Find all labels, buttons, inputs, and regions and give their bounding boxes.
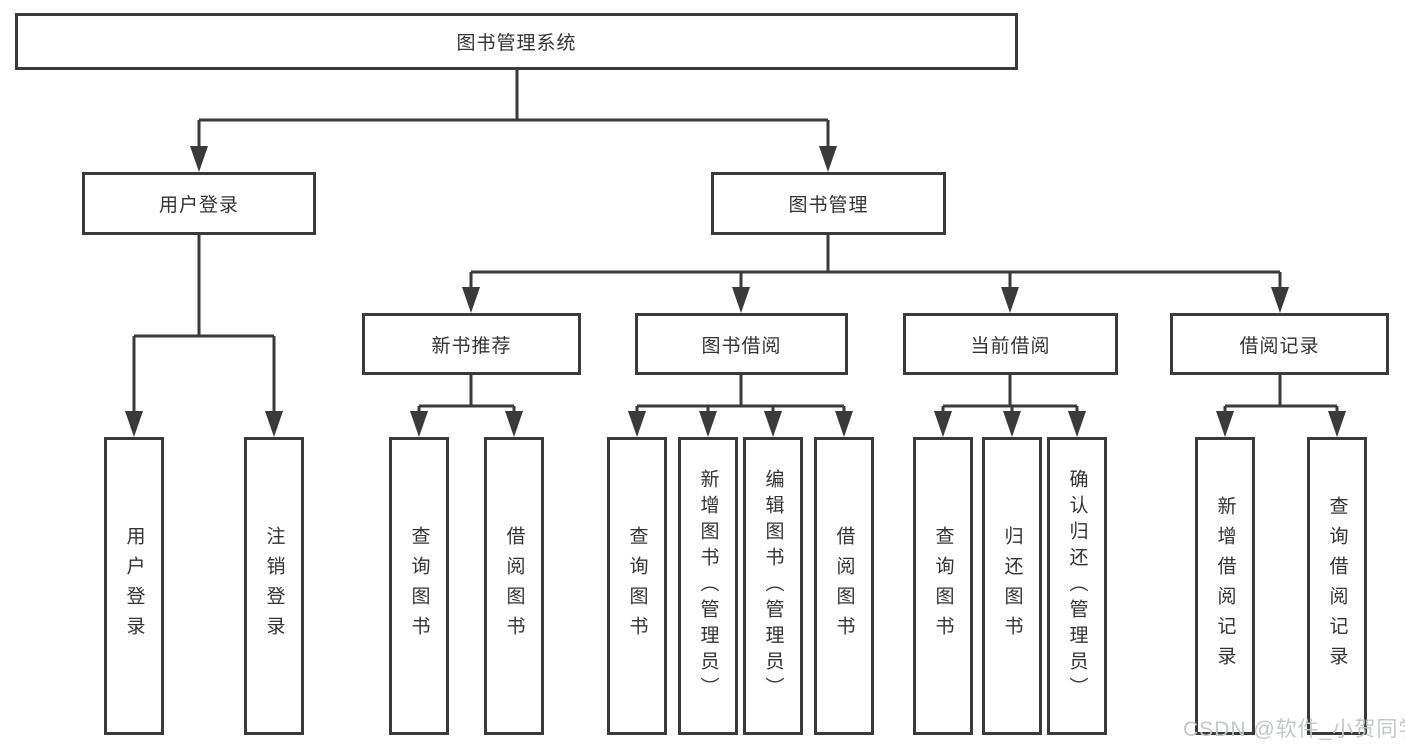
node-label: 用户登录 [123,526,145,646]
arrowhead-icon [934,411,952,437]
leaf-add-book-admin: 新增图书（管理员） [678,437,738,735]
node-label: 借阅图书 [833,526,855,646]
node-user-login: 用户登录 [82,172,316,235]
leaf-confirm-return-admin: 确认归还（管理员） [1047,437,1107,735]
arrowhead-icon [505,411,523,437]
node-label: 图书管理系统 [456,33,577,54]
csdn-watermark: CSDN @软件_小贺同学 [1183,718,1405,741]
node-label: 借阅记录 [1239,335,1320,357]
arrowhead-icon [1003,411,1021,437]
arrowhead-icon [1271,287,1289,313]
node-label: 图书管理 [788,195,869,216]
node-label: 图书借阅 [701,335,782,357]
node-label: 新增借阅记录 [1214,496,1236,676]
node-label: 用户登录 [158,195,239,216]
node-book-management: 图书管理 [711,172,946,235]
leaf-logout-login: 注销登录 [244,437,304,735]
node-new-book-recommend: 新书推荐 [362,313,581,375]
node-label: 注销登录 [263,526,285,646]
node-label: 查询借阅记录 [1326,496,1348,676]
leaf-query-books-recommend: 查询图书 [389,437,449,735]
arrowhead-icon [1068,411,1086,437]
arrowhead-icon [125,411,143,437]
leaf-query-books-borrowing: 查询图书 [607,437,667,735]
node-book-borrowing: 图书借阅 [635,313,848,375]
arrowhead-icon [764,411,782,437]
leaf-borrow-books-borrowing: 借阅图书 [814,437,874,735]
arrowhead-icon [835,411,853,437]
arrowhead-icon [462,287,480,313]
node-label: 查询图书 [408,526,430,646]
arrowhead-icon [1216,411,1234,437]
node-label: 新书推荐 [431,335,512,357]
leaf-edit-book-admin: 编辑图书（管理员） [743,437,803,735]
node-borrow-records: 借阅记录 [1170,313,1389,375]
leaf-query-borrow-record: 查询借阅记录 [1307,437,1367,735]
node-label: 查询图书 [626,526,648,646]
leaf-user-login: 用户登录 [104,437,164,735]
node-label: 当前借阅 [970,335,1051,357]
node-label: 新增图书（管理员） [697,469,719,703]
node-label: 归还图书 [1001,526,1023,646]
arrowhead-icon [410,411,428,437]
leaf-borrow-books-recommend: 借阅图书 [484,437,544,735]
arrowhead-icon [628,411,646,437]
node-label: 查询图书 [932,526,954,646]
arrowhead-icon [265,411,283,437]
arrowhead-icon [1001,287,1019,313]
arrowhead-icon [699,411,717,437]
node-label: 编辑图书（管理员） [762,469,784,703]
arrowhead-icon [190,146,208,172]
arrowhead-icon [1328,411,1346,437]
arrowhead-icon [819,146,837,172]
node-current-borrowing: 当前借阅 [903,313,1118,375]
node-library-management-system: 图书管理系统 [15,13,1018,70]
node-label: 确认归还（管理员） [1066,469,1088,703]
leaf-add-borrow-record: 新增借阅记录 [1195,437,1255,735]
leaf-return-book: 归还图书 [982,437,1042,735]
leaf-query-books-current: 查询图书 [913,437,973,735]
node-label: 借阅图书 [503,526,525,646]
arrowhead-icon [732,287,750,313]
